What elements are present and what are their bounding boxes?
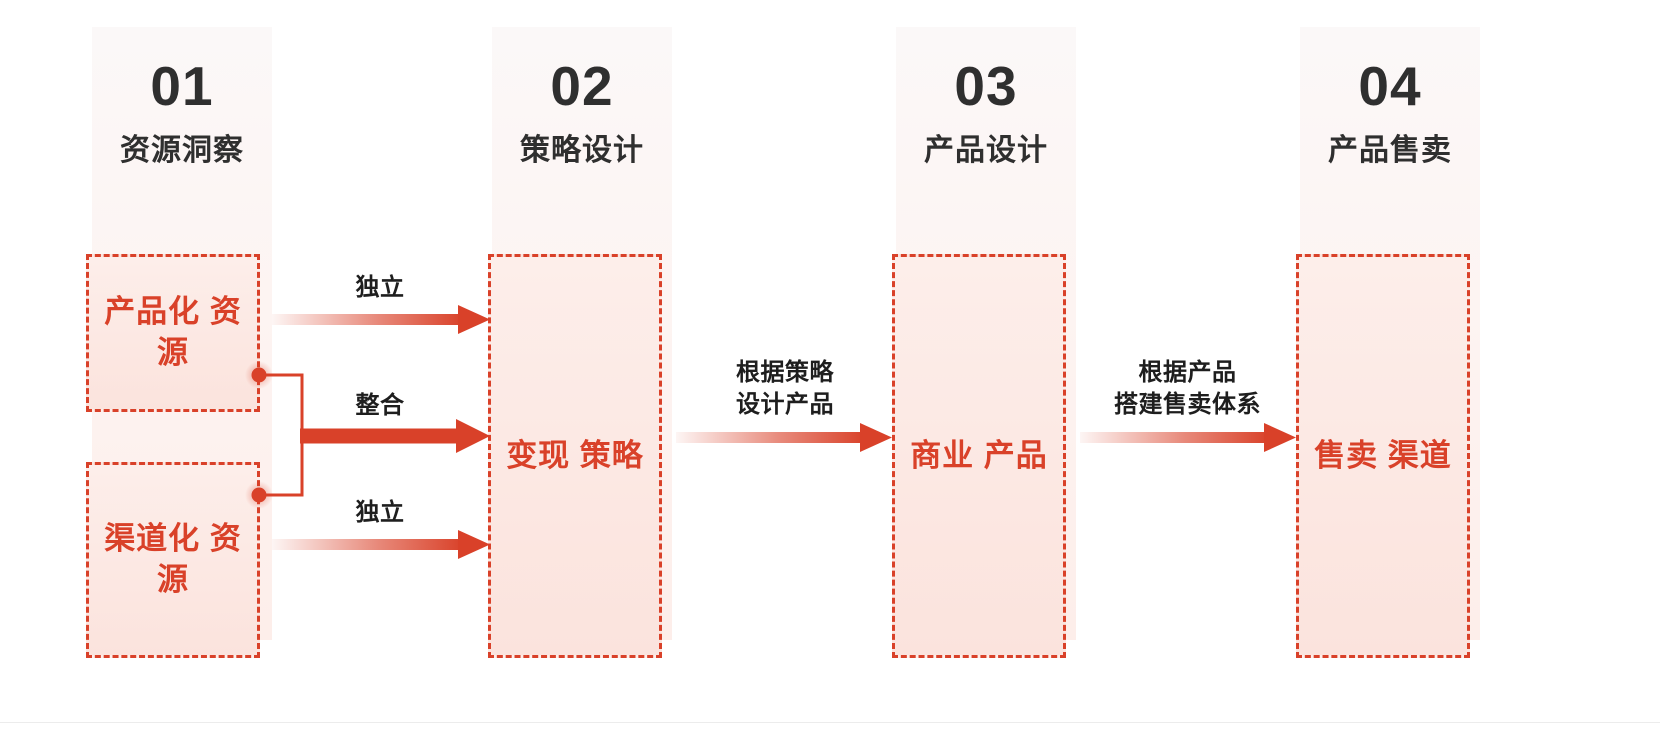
arrow-strategy-to-product	[676, 423, 892, 452]
column-header-4: 04 产品售卖	[1300, 55, 1480, 168]
column-header-2: 02 策略设计	[492, 55, 672, 168]
arrow-label-integrate-middle: 整合	[355, 392, 405, 419]
connector-dot-top	[251, 367, 267, 383]
node-box-monetization-strategy[interactable]: 变现 策略	[488, 254, 662, 658]
node-label-monetization-strategy: 变现 策略	[506, 437, 644, 473]
column-number-2: 02	[550, 55, 614, 117]
column-number-4: 04	[1358, 55, 1422, 117]
arrow-independent-bottom	[272, 530, 490, 559]
node-label-sales-channel: 售卖 渠道	[1314, 437, 1452, 473]
column-header-3: 03 产品设计	[896, 55, 1076, 168]
node-box-productized-resource[interactable]: 产品化 资源	[86, 254, 260, 412]
node-box-commercial-product[interactable]: 商业 产品	[892, 254, 1066, 658]
column-number-1: 01	[150, 55, 214, 117]
arrow-integrate-middle	[300, 419, 490, 453]
arrow-product-to-sales	[1080, 423, 1296, 452]
column-title-4: 产品售卖	[1328, 133, 1452, 167]
arrow-label-product-to-sales: 根据产品 搭建售卖体系	[1114, 359, 1261, 419]
arrow-label-independent-top: 独立	[355, 274, 405, 301]
node-label-commercial-product: 商业 产品	[910, 437, 1048, 473]
node-box-sales-channel[interactable]: 售卖 渠道	[1296, 254, 1470, 658]
node-label-productized-resource: 产品化 资源	[104, 294, 242, 370]
column-title-1: 资源洞察	[120, 133, 244, 167]
bracket-connector	[245, 361, 304, 509]
column-header-1: 01 资源洞察	[92, 55, 272, 168]
arrow-independent-top	[272, 305, 490, 334]
arrow-label-independent-bottom: 独立	[355, 499, 405, 526]
arrow-label-strategy-to-product: 根据策略 设计产品	[736, 359, 834, 419]
column-number-3: 03	[954, 55, 1018, 117]
footer-divider	[0, 722, 1660, 723]
connector-dot-bottom	[251, 487, 267, 503]
column-title-2: 策略设计	[520, 133, 644, 167]
node-label-channelized-resource: 渠道化 资源	[104, 521, 242, 597]
node-box-channelized-resource[interactable]: 渠道化 资源	[86, 462, 260, 658]
column-title-3: 产品设计	[924, 133, 1048, 167]
